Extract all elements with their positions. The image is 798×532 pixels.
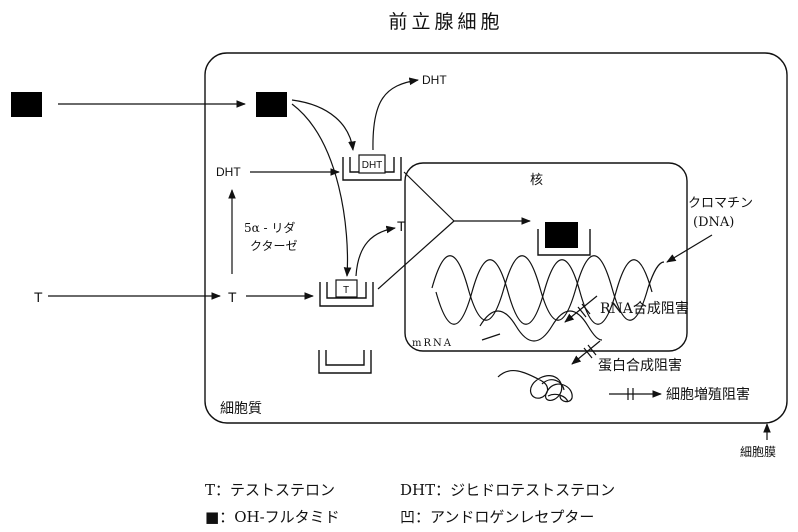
flutamide-to-receptor-arrow xyxy=(292,104,347,276)
t-outside-label: T xyxy=(34,289,43,305)
dht-receptor-to-nucleus-line xyxy=(404,172,454,221)
chromatin-pointer-arrow xyxy=(667,235,712,262)
dht-top-label: DHT xyxy=(422,73,447,87)
legend-item-dht: DHT：ジヒドロテストステロン xyxy=(400,481,615,499)
protein-tangle xyxy=(498,371,572,402)
protein-inhibition-label: 蛋白合成阻害 xyxy=(598,358,682,374)
legend-item-t: T：テストステロン xyxy=(205,481,335,499)
flutamide-square-outside xyxy=(11,92,42,117)
chromatin-label-2: (DNA) xyxy=(693,215,734,230)
legend-item-receptor: 凹：アンドロゲンレセプター xyxy=(400,508,594,526)
dht-left-label: DHT xyxy=(216,165,241,179)
flutamide-on-dna xyxy=(545,222,578,248)
diagram-title: 前立腺細胞 xyxy=(388,11,503,33)
androgen-receptor-empty xyxy=(319,350,371,373)
t-in-receptor-label: T xyxy=(343,285,349,296)
dht-release-arrow xyxy=(373,80,418,150)
reductase-label-2: クターゼ xyxy=(250,239,298,253)
cytoplasm-label: 細胞質 xyxy=(220,401,262,417)
legend-item-flutamide: ■：OH-フルタミド xyxy=(205,508,340,526)
rna-inhibition-arrow xyxy=(565,296,597,322)
t-release-arrow xyxy=(356,228,395,276)
t-inside-label: T xyxy=(228,289,237,305)
t-free-label: T xyxy=(397,218,406,234)
chromatin-label-1: クロマチン xyxy=(688,196,753,211)
nucleus-label: 核 xyxy=(530,173,543,188)
cell-membrane-outline xyxy=(205,53,787,423)
dht-in-receptor-label: DHT xyxy=(362,160,383,171)
mrna-label: mRNA xyxy=(412,338,453,349)
protein-inhibition-arrow xyxy=(572,341,600,364)
mrna-strand xyxy=(480,311,602,341)
t-receptor-to-nucleus-line xyxy=(378,221,454,289)
rna-inhibition-label: RNA合成阻害 xyxy=(600,301,689,317)
proliferation-inhibition-label: 細胞増殖阻害 xyxy=(666,386,750,403)
reductase-label-1: 5α - リダ xyxy=(244,220,295,235)
legend: T：テストステロン DHT：ジヒドロテストステロン ■：OH-フルタミド 凹：ア… xyxy=(205,481,615,526)
flutamide-square-inside xyxy=(256,92,287,117)
membrane-label: 細胞膜 xyxy=(740,445,776,459)
